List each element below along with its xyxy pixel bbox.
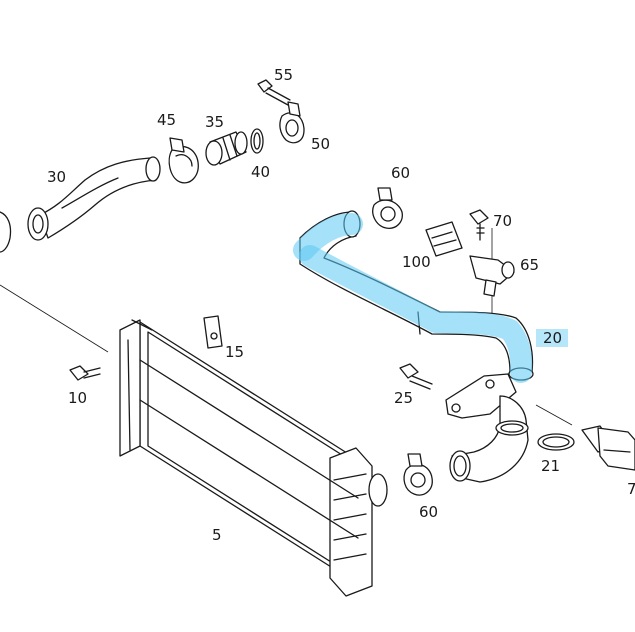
label-20: 20 (543, 329, 562, 347)
clamp-left-edge (0, 211, 12, 253)
label-50: 50 (311, 135, 330, 153)
label-60-lower: 60 (419, 503, 438, 521)
label-20-highlight (536, 329, 568, 347)
label-21: 21 (541, 457, 560, 475)
bracket-and-elbow (445, 373, 529, 483)
label-70: 70 (493, 212, 512, 230)
hose-30 (27, 156, 161, 241)
label-5: 5 (212, 526, 222, 544)
oring-40 (250, 128, 264, 154)
sensor-right-edge (581, 425, 635, 471)
label-30: 30 (47, 168, 66, 186)
label-7: 7 (627, 480, 635, 498)
clamp-60-upper (372, 187, 403, 229)
oring-21 (537, 433, 575, 451)
label-10: 10 (68, 389, 87, 407)
label-15: 15 (225, 343, 244, 361)
clamp-60-lower (403, 453, 433, 496)
bolt-10 (69, 365, 101, 381)
label-45: 45 (157, 111, 176, 129)
label-35: 35 (205, 113, 224, 131)
bracket-15 (203, 315, 223, 349)
label-100: 100 (402, 253, 431, 271)
bolt-25 (399, 363, 433, 390)
hose-20 (293, 210, 534, 383)
part-labels: 55 45 35 50 40 30 60 70 100 65 20 15 10 … (47, 66, 635, 544)
connector-35 (205, 131, 248, 166)
sensor-65 (469, 255, 515, 297)
screw-70 (469, 209, 489, 241)
sensor-plug-100 (425, 221, 463, 257)
label-40: 40 (251, 163, 270, 181)
label-25: 25 (394, 389, 413, 407)
bolt-55 (257, 79, 291, 106)
label-65: 65 (520, 256, 539, 274)
clamp-45 (168, 137, 199, 184)
label-60-upper: 60 (391, 164, 410, 182)
label-55: 55 (274, 66, 293, 84)
intercooler-5 (119, 319, 388, 597)
clamp-50 (279, 101, 305, 144)
